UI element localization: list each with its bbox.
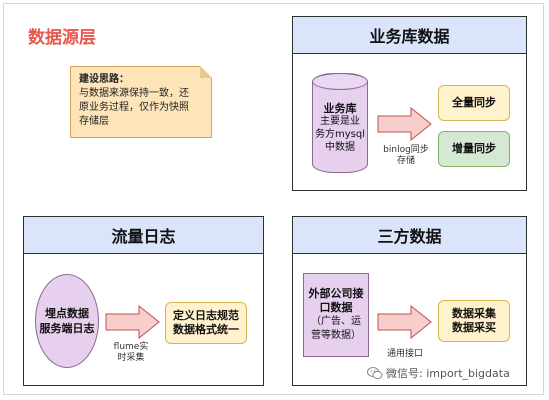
note-fold-corner [200, 66, 212, 78]
binlog-label: binlog同步 存储 [375, 145, 437, 167]
panel-business-title: 业务库数据 [293, 17, 526, 54]
cylinder-top [312, 73, 368, 90]
panel-third-title: 三方数据 [293, 217, 526, 254]
business-db-desc-2: 务方mysql [315, 129, 365, 140]
log-standard-1: 定义日志规范 [173, 309, 239, 322]
binlog-label-2: 存储 [396, 156, 415, 166]
data-collect-2: 数据采买 [452, 321, 496, 334]
full-sync-box: 全量同步 [438, 85, 510, 121]
diagram-frame: 数据源层 建设思路： 与数据来源保持一致，还 原业务过程，仅作为快照 存储层 业… [3, 3, 544, 395]
business-db-label: 业务库 [323, 102, 357, 115]
business-db-desc-1: 主要是业 [320, 116, 360, 127]
log-standard-2: 数据格式统一 [173, 323, 239, 336]
third-source-box: 外部公司接 口数据 （广告、运 营等数据） [303, 273, 369, 357]
panel-traffic-log: 流量日志 埋点数据 服务端日志 flume实 时采集 定义日志规范 数据格式统一 [23, 216, 264, 386]
flume-label: flume实 时采集 [106, 342, 156, 364]
panel-log-title: 流量日志 [24, 217, 263, 254]
flume-label-1: flume实 [113, 342, 149, 352]
log-source-1: 埋点数据 [45, 307, 89, 320]
wechat-icon [367, 367, 383, 380]
note-line-1: 与数据来源保持一致，还 [79, 88, 189, 99]
log-source-ellipse: 埋点数据 服务端日志 [35, 274, 99, 368]
watermark-text: 微信号: import_bigdata [386, 367, 510, 380]
third-source-2: 口数据 [319, 301, 353, 314]
third-source-3: （广告、运 [311, 316, 361, 327]
third-source-4: 营等数据） [311, 330, 361, 341]
third-source-1: 外部公司接 [308, 287, 364, 300]
binlog-label-1: binlog同步 [383, 145, 429, 155]
api-arrow [377, 305, 432, 339]
log-standard-box: 定义日志规范 数据格式统一 [165, 302, 247, 344]
flume-label-2: 时采集 [117, 353, 145, 363]
note-line-3: 存储层 [79, 116, 109, 127]
incr-sync-box: 增量同步 [438, 131, 510, 167]
design-note: 建设思路： 与数据来源保持一致，还 原业务过程，仅作为快照 存储层 [70, 66, 212, 138]
flume-arrow [105, 305, 160, 339]
panel-third-party: 三方数据 外部公司接 口数据 （广告、运 营等数据） 通用接口 数据采集 数据采… [292, 216, 527, 386]
data-collect-1: 数据采集 [452, 307, 496, 320]
page-title: 数据源层 [28, 28, 96, 48]
business-db-desc-3: 中数据 [325, 142, 355, 153]
note-heading: 建设思路： [79, 74, 129, 85]
panel-business-db: 业务库数据 业务库 主要是业 务方mysql 中数据 binlog同步 存储 全… [292, 16, 527, 191]
log-source-2: 服务端日志 [39, 322, 95, 335]
note-line-2: 原业务过程，仅作为快照 [79, 102, 189, 113]
binlog-arrow [377, 107, 432, 141]
api-label: 通用接口 [386, 349, 423, 359]
data-collect-box: 数据采集 数据采买 [438, 300, 510, 342]
wechat-watermark: 微信号: import_bigdata [367, 365, 510, 381]
business-db-cylinder: 业务库 主要是业 务方mysql 中数据 [312, 73, 368, 173]
